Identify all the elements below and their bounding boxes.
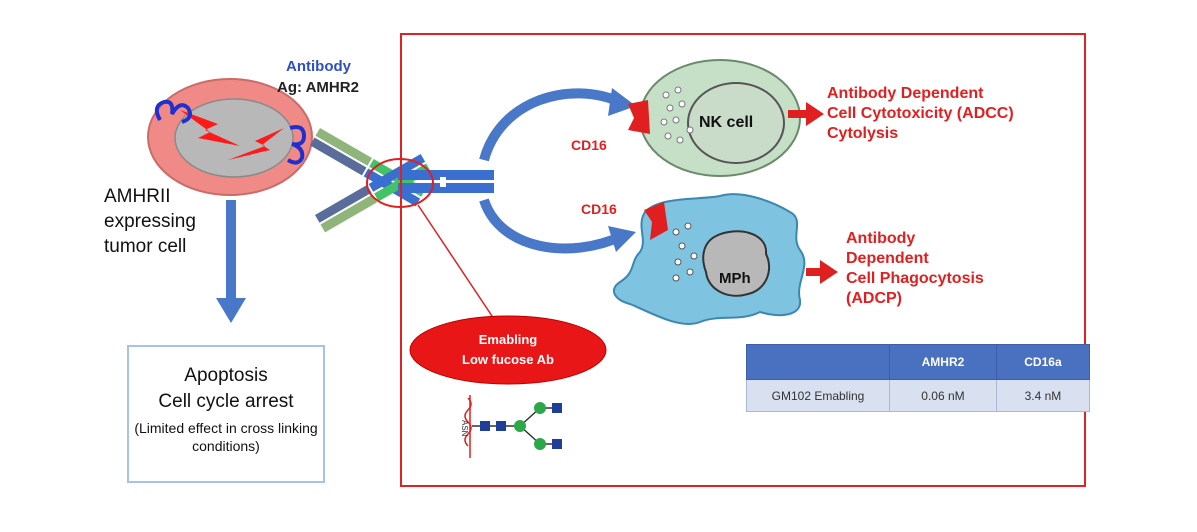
header-cell: CD16a: [995, 344, 1091, 380]
adcc-line3: Cytolysis: [827, 125, 899, 142]
apoptosis-title: Apoptosis: [184, 365, 268, 386]
cd16-receptor-nk: [628, 100, 650, 134]
glycan-structure: ASN: [460, 395, 562, 458]
adcp-line4: (ADCP): [846, 290, 902, 307]
lightning-icon: [180, 110, 240, 146]
cd16-receptor-mph: [644, 202, 668, 240]
asn-label: ASN: [460, 420, 469, 437]
apoptosis-note: (Limited effect in cross linking conditi…: [134, 420, 318, 454]
lightning-icon: [228, 128, 284, 160]
cell-cycle-arrest: Cell cycle arrest: [158, 391, 294, 412]
antibody-fc-upper: [398, 170, 494, 180]
cd16-label-mph: CD16: [581, 201, 617, 217]
adcc-line2: Cell Cytotoxicity (ADCC): [827, 105, 1014, 122]
cd16-label-nk: CD16: [571, 137, 607, 153]
header-cell: [746, 344, 890, 380]
table-row: GM102 Emabling 0.06 nM 3.4 nM: [746, 379, 1091, 412]
antigen-label: Ag: AMHR2: [277, 79, 359, 96]
antibody-label: Antibody: [286, 58, 351, 75]
affinity-table: AMHR2 CD16a GM102 Emabling 0.06 nM 3.4 n…: [746, 344, 1091, 412]
receptor-icon: [154, 99, 192, 124]
table-cell: 3.4 nM: [995, 379, 1091, 412]
emabling-line2: Low fucose Ab: [462, 352, 554, 367]
arrow-right-icon: [788, 102, 824, 126]
pointer-line: [417, 204, 499, 326]
mph-label: MPh: [719, 270, 751, 287]
emabling-label: Emabling Low fucose Ab: [410, 317, 606, 381]
adcc-label: Antibody Dependent Cell Cytotoxicity (AD…: [827, 84, 1014, 144]
emabling-line1: Emabling: [478, 332, 538, 347]
apoptosis-arrow-head: [216, 298, 246, 323]
macrophage-granules: [672, 222, 698, 282]
curved-arrow-nk: [479, 88, 623, 162]
tumor-cell-nucleus: [174, 98, 294, 178]
adcp-line3: Cell Phagocytosis: [846, 270, 984, 287]
curved-arrow-mph: [479, 198, 625, 254]
antibody-fc-lower: [398, 183, 494, 193]
table-cell: 0.06 nM: [889, 379, 997, 412]
nk-cell-label: NK cell: [699, 114, 754, 131]
nk-granules: [660, 86, 694, 144]
header-cell: AMHR2: [889, 344, 997, 380]
adcp-line2: Dependent: [846, 250, 929, 267]
tumor-cell-label: AMHRII expressing tumor cell: [104, 186, 196, 257]
nk-cell-nucleus: [687, 82, 785, 164]
macrophage-nucleus: [702, 230, 771, 297]
receptor-icon: [286, 125, 307, 165]
adcp-label: Antibody Dependent Cell Phagocytosis (AD…: [846, 229, 984, 309]
apoptosis-box: Apoptosis Cell cycle arrest (Limited eff…: [127, 345, 325, 483]
adcp-line1: Antibody: [846, 230, 916, 247]
adcc-line1: Antibody Dependent: [827, 85, 984, 102]
table-cell: GM102 Emabling: [746, 379, 890, 412]
emabling-ellipse: [409, 315, 607, 385]
mechanism-frame: [400, 33, 1086, 487]
arrow-right-icon: [806, 260, 838, 284]
apoptosis-arrow-shaft: [226, 200, 236, 298]
affinity-table-header: AMHR2 CD16a: [746, 344, 1091, 380]
